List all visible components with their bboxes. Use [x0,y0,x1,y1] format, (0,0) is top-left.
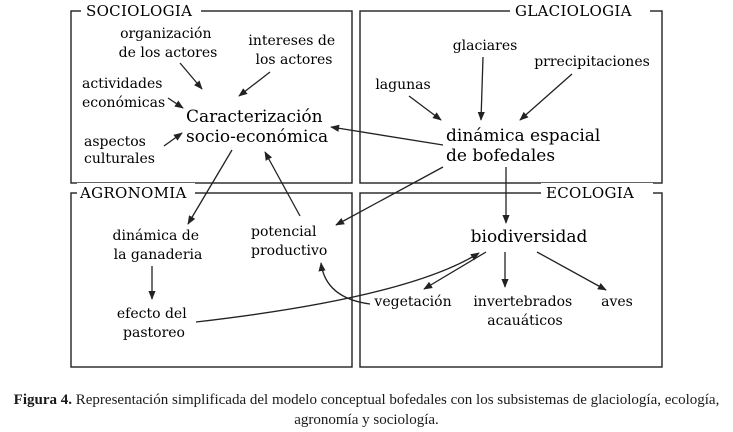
arrow-biodiversidad-to-aves [536,251,607,291]
figure-caption: Figura 4. Representación simplificada de… [0,390,733,430]
caption-text: Representación simplificada del modelo c… [72,392,720,428]
node-potencial: potencial productivo [251,224,327,259]
node-actividades: actividades económicas [82,76,167,111]
arrow-biodiversidad-to-vegetacion [423,251,487,290]
node-biodiversidad: biodiversidad [471,227,588,247]
node-dinamica-ganaderia: dinámica de la ganaderia [113,228,204,263]
agronomia-title: AGRONOMIA [79,184,187,202]
agronomia-panel [70,192,353,368]
arrow-aspectos-to-caracterizacion [163,132,183,147]
node-aves: aves [601,294,633,310]
node-aspectos: aspectos culturales [84,134,155,167]
node-intereses: intereses de los actores [248,33,339,68]
node-invertebrados: invertebrados acauáticos [473,294,576,329]
arrow-lagunas-to-dinamica [408,95,442,121]
glaciologia-title: GLACIOLOGIA [515,2,632,20]
arrow-intereses-to-caracterizacion [238,71,271,97]
arrow-dinamica-to-caracterizacion [330,124,444,146]
node-caracterizacion: Caracterización socio-económica [186,107,328,147]
node-vegetacion: vegetación [373,294,451,310]
arrow-potencial-to-caracterizacion [264,151,301,217]
sociologia-panel [70,10,353,184]
node-organizacion: organización de los actores [119,26,218,61]
node-dinamica-espacial: dinámica espacial de bofedales [446,126,606,166]
node-lagunas: lagunas [375,77,430,93]
arrow-organizacion-to-caracterizacion [179,62,203,90]
arrow-glaciares-to-dinamica [477,56,485,121]
ecologia-title: ECOLOGIA [546,184,634,202]
arrow-dinamica-to-potencial [335,166,444,226]
node-efecto: efecto del pastoreo [117,306,191,341]
arrow-precipitaciones-to-dinamica [519,73,573,121]
node-glaciares: glaciares [453,38,518,54]
caption-label: Figura 4. [13,392,73,408]
arrow-actividades-to-caracterizacion [167,97,184,109]
node-precipitaciones: prrecipitaciones [534,54,650,70]
arrow-caracterizacion-to-ganaderia [187,149,233,225]
sociologia-title: SOCIOLOGIA [86,2,192,20]
arrow-efecto-to-biodiversidad [195,252,480,323]
ecologia-panel [359,192,663,368]
arrow-vegetacion-to-potencial [318,262,371,305]
